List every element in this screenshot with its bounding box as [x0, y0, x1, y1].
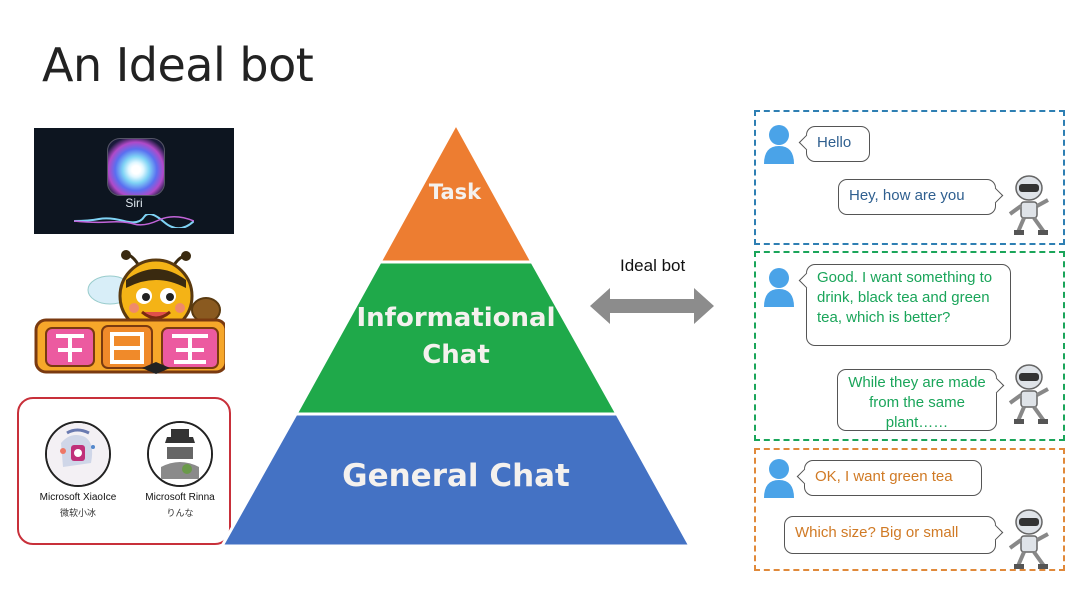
pyramid-level-general	[220, 412, 692, 548]
bee-logo	[34, 250, 225, 374]
rinna-avatar	[147, 421, 213, 487]
user-icon	[764, 268, 794, 307]
xiaoice-name: Microsoft XiaoIce	[39, 492, 117, 503]
user-message: Good. I want something to drink, black t…	[806, 264, 1011, 346]
conversation-panel-task: OK, I want green tea Which size? Big or …	[754, 448, 1065, 571]
siri-wave-icon	[74, 214, 194, 228]
xiaoice-avatar	[45, 421, 111, 487]
chatbot-pyramid	[220, 122, 692, 548]
robot-icon	[1008, 175, 1049, 235]
bot-message: Hey, how are you	[838, 179, 996, 215]
user-icon	[764, 459, 794, 498]
xiaoice-subtitle: 微软小冰	[59, 508, 96, 518]
conversation-panel-informational: Good. I want something to drink, black t…	[754, 251, 1065, 441]
pyramid-label-task: Task	[428, 180, 482, 204]
robot-icon	[1008, 364, 1049, 424]
rinna-name: Microsoft Rinna	[145, 492, 215, 503]
user-message: Hello	[806, 126, 870, 162]
siri-label: Siri	[125, 196, 143, 210]
pyramid-label-informational-line1: Informational	[356, 303, 556, 333]
conversation-panel-greeting: Hello Hey, how are you	[754, 110, 1065, 245]
microsoft-bots-box: Microsoft XiaoIce 微软小冰 Microsoft Rinna り…	[17, 397, 231, 545]
siri-logo: Siri	[34, 128, 234, 234]
pyramid-label-informational-line2: Chat	[422, 340, 490, 370]
bot-message: Which size? Big or small	[784, 516, 996, 554]
user-icon	[764, 125, 794, 164]
double-arrow-icon	[590, 288, 714, 324]
slide-title: An Ideal bot	[42, 38, 314, 92]
robot-icon	[1008, 509, 1049, 569]
bot-message: While they are made from the same plant……	[837, 369, 997, 431]
pyramid-label-informational: Informational Chat	[330, 300, 582, 374]
siri-icon	[107, 138, 165, 196]
arrow-label: Ideal bot	[620, 256, 686, 275]
pyramid-label-general: General Chat	[342, 458, 570, 494]
user-message: OK, I want green tea	[804, 460, 982, 496]
rinna-subtitle: りんな	[166, 508, 194, 518]
